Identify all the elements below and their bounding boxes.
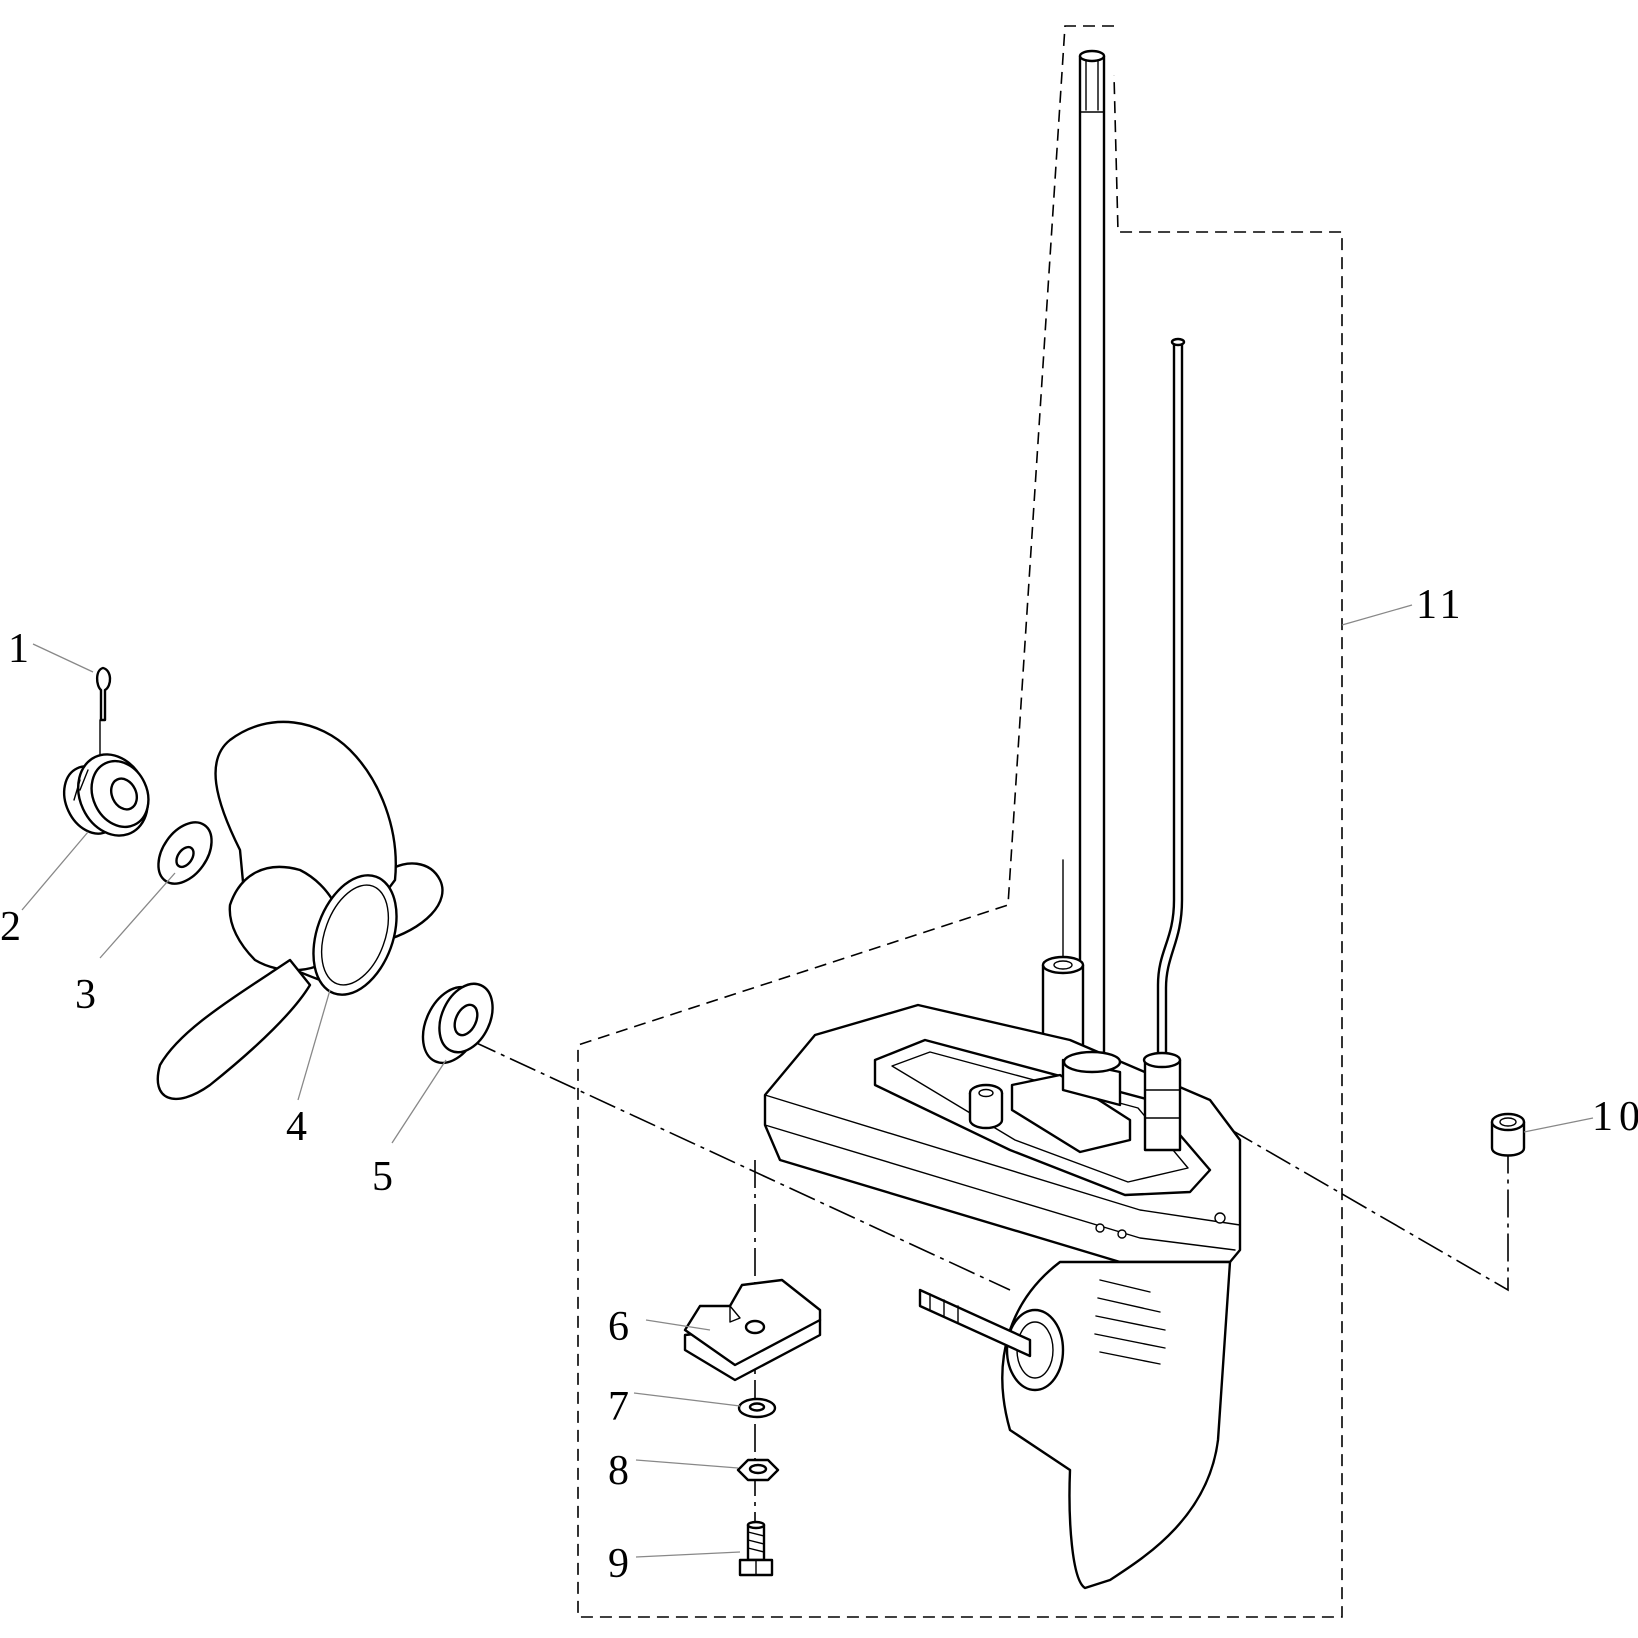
callout-6: 6 [608,1304,629,1350]
callout-10: 10 [1592,1094,1638,1140]
plug-10-centerline [1227,1127,1509,1292]
lock-washer-part-7 [737,1397,777,1419]
callout-7: 7 [608,1384,629,1430]
plug-part-10 [1490,1112,1526,1157]
propeller-part-4 [156,720,444,1101]
callout-8: 8 [608,1448,629,1494]
callout-1: 1 [8,626,29,672]
leader-lines [21,604,1594,1558]
washer-part-3 [157,821,213,885]
gearcase-lower-unit [763,49,1242,1590]
callout-2: 2 [0,904,21,950]
propeller-nut-part-2 [62,753,150,837]
assembly-11-boundary [577,25,1343,1618]
anode-part-6 [683,1278,822,1382]
callout-9: 9 [608,1541,629,1587]
callout-labels: 1 2 3 4 5 6 7 8 9 10 11 [0,582,1638,1587]
nut-part-8 [736,1458,780,1482]
propeller-shaft-centerline [469,1039,1011,1291]
callout-3: 3 [75,972,96,1018]
callout-11: 11 [1416,582,1464,628]
callout-4: 4 [286,1104,307,1150]
callout-5: 5 [372,1154,393,1200]
bolt-part-9 [738,1520,774,1577]
thrust-washer-part-5 [421,982,494,1065]
